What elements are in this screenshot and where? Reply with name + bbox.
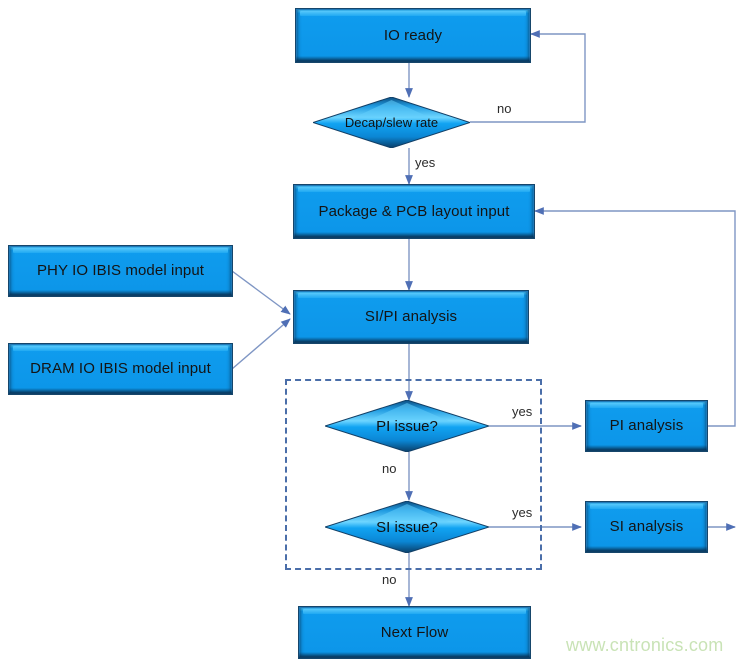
node-phy-io-ibis-model-input[interactable]: PHY IO IBIS model input bbox=[8, 245, 233, 297]
node-dram-io-ibis-model-input[interactable]: DRAM IO IBIS model input bbox=[8, 343, 233, 395]
node-decap-slew-rate-label: Decap/slew rate bbox=[344, 115, 439, 130]
node-si-analysis[interactable]: SI analysis bbox=[585, 501, 708, 553]
node-si-analysis-label: SI analysis bbox=[609, 518, 684, 536]
node-si-issue-label: SI issue? bbox=[376, 518, 438, 536]
edge-label-decap-no: no bbox=[497, 101, 512, 116]
site-watermark: www.cntronics.com bbox=[566, 635, 724, 655]
node-package-pcb-layout-input-label: Package & PCB layout input bbox=[318, 202, 510, 220]
node-decap-slew-rate[interactable]: Decap/slew rate bbox=[313, 97, 470, 148]
node-next-flow[interactable]: Next Flow bbox=[298, 606, 531, 659]
node-pi-analysis-label: PI analysis bbox=[609, 417, 684, 435]
node-si-pi-analysis-label: SI/PI analysis bbox=[364, 308, 458, 326]
node-phy-io-ibis-model-input-label: PHY IO IBIS model input bbox=[36, 262, 205, 280]
edge-label-decap-yes: yes bbox=[415, 155, 436, 170]
node-pi-issue-label: PI issue? bbox=[376, 417, 438, 435]
node-dram-io-ibis-model-input-label: DRAM IO IBIS model input bbox=[30, 360, 211, 378]
node-pi-issue[interactable]: PI issue? bbox=[325, 400, 489, 452]
node-si-issue[interactable]: SI issue? bbox=[325, 501, 489, 553]
node-si-pi-analysis[interactable]: SI/PI analysis bbox=[293, 290, 529, 344]
edge-label-si-issue-yes: yes bbox=[512, 505, 533, 520]
edge-label-pi-issue-no: no bbox=[382, 461, 397, 476]
node-package-pcb-layout-input[interactable]: Package & PCB layout input bbox=[293, 184, 535, 239]
node-pi-analysis[interactable]: PI analysis bbox=[585, 400, 708, 452]
node-io-ready-label: IO ready bbox=[383, 26, 443, 44]
issue-loop-group bbox=[285, 379, 542, 570]
node-io-ready[interactable]: IO ready bbox=[295, 8, 531, 63]
edge-label-si-issue-no: no bbox=[382, 572, 397, 587]
node-next-flow-label: Next Flow bbox=[380, 623, 449, 641]
edge-label-pi-issue-yes: yes bbox=[512, 404, 533, 419]
